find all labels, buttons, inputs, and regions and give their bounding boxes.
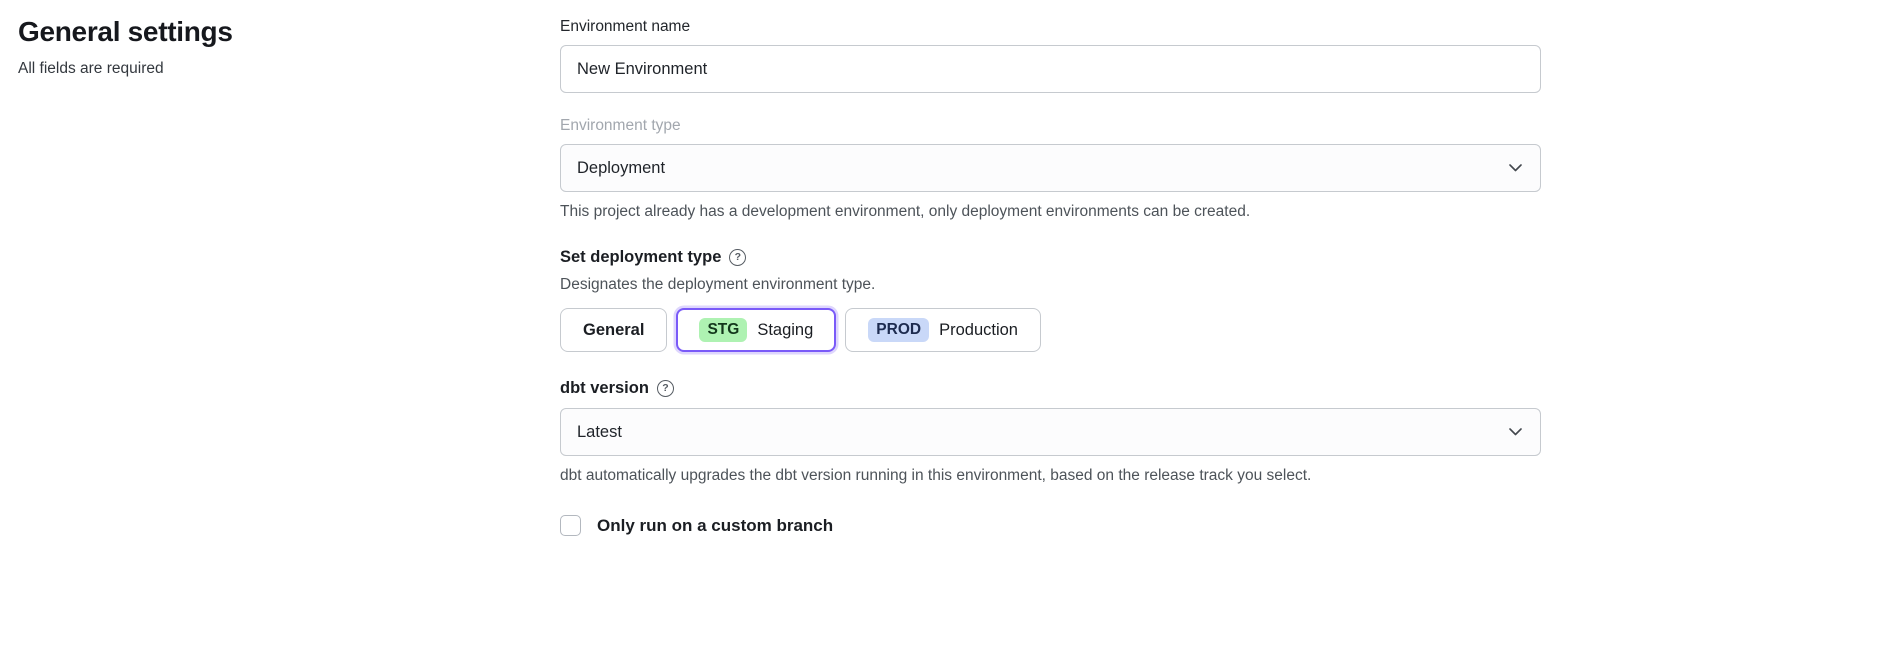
deployment-type-field: Set deployment type ? Designates the dep… [560,248,1541,352]
deployment-type-option-staging[interactable]: STG Staging [676,308,837,352]
deployment-type-description: Designates the deployment environment ty… [560,276,876,293]
deployment-type-options: General STG Staging PROD Production [560,308,1541,352]
custom-branch-row: Only run on a custom branch [560,515,1541,536]
environment-type-help-text: This project already has a development e… [560,203,1251,220]
custom-branch-label[interactable]: Only run on a custom branch [597,515,834,535]
chevron-down-icon [1509,164,1522,172]
stg-badge: STG [699,318,748,342]
option-label: General [583,320,645,339]
dbt-version-label: dbt version [560,379,649,397]
deployment-type-option-production[interactable]: PROD Production [845,308,1041,352]
chevron-down-icon [1509,428,1522,436]
deployment-type-option-general[interactable]: General [560,308,668,352]
environment-type-select[interactable]: Deployment [560,144,1541,192]
dbt-version-selected-value: Latest [577,422,622,441]
environment-name-field: Environment name [560,18,1541,93]
environment-name-label: Environment name [560,18,691,35]
dbt-version-help-text: dbt automatically upgrades the dbt versi… [560,467,1312,484]
custom-branch-checkbox[interactable] [560,515,581,536]
dbt-version-field: dbt version ? Latest dbt automatically u… [560,379,1541,485]
deployment-type-label: Set deployment type [560,248,722,266]
dbt-version-select[interactable]: Latest [560,408,1541,456]
page-title: General settings [18,16,233,47]
help-icon[interactable]: ? [656,380,674,397]
environment-type-field: Environment type Deployment This project… [560,117,1541,221]
help-icon[interactable]: ? [729,249,747,266]
option-label: Production [939,320,1018,339]
environment-name-input[interactable] [560,45,1541,93]
option-label: Staging [757,320,814,339]
prod-badge: PROD [868,318,930,342]
page-subtitle: All fields are required [18,60,164,77]
environment-type-label: Environment type [560,117,681,134]
settings-header: General settings All fields are required [18,16,498,78]
environment-settings-form: Environment name Environment type Deploy… [560,18,1541,536]
environment-type-selected-value: Deployment [577,158,666,177]
